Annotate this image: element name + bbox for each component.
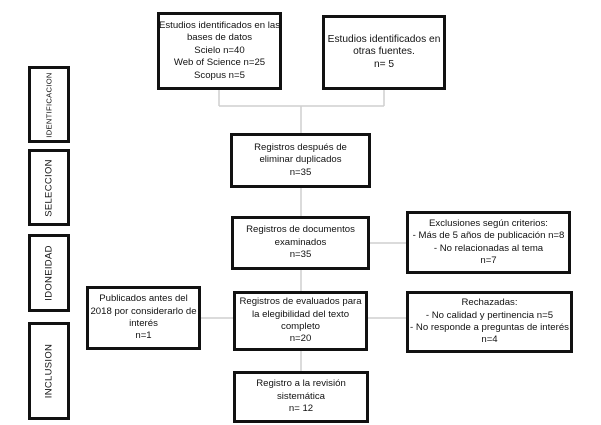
box-line: bases de datos: [186, 32, 253, 44]
box-final: Registro a la revisión sistemática n= 12: [233, 371, 369, 423]
box-line: Scielo n=40: [194, 44, 245, 56]
box-line: n= 12: [288, 403, 314, 415]
box-line: Estudios identificados en: [327, 33, 441, 45]
box-line: n=1: [135, 330, 152, 342]
box-line: Registro a la revisión: [256, 378, 346, 390]
box-line: sistemática: [277, 390, 325, 402]
phase-label: IDENTIFICACION: [44, 71, 54, 138]
box-line: Rechazadas:: [461, 297, 518, 309]
box-line: eliminar duplicados: [259, 154, 342, 166]
box-after-duplicates: Registros después de eliminar duplicados…: [230, 133, 371, 188]
phase-idoneidad: IDONEIDAD: [28, 234, 70, 312]
box-line: n=35: [289, 249, 312, 261]
box-examined: Registros de documentos examinados n=35: [231, 216, 370, 270]
box-line: Registros después de: [254, 141, 347, 153]
box-line: - Más de 5 años de publicación n=8: [412, 230, 565, 242]
box-line: n=35: [289, 166, 312, 178]
box-line: Publicados antes del: [99, 293, 188, 305]
box-line: - No calidad y pertinencia n=5: [425, 309, 554, 321]
box-line: 2018 por considerarlo de: [90, 305, 197, 317]
box-line: - No responde a preguntas de interés: [410, 322, 569, 333]
phase-inclusion: INCLUSION: [28, 322, 70, 420]
phase-label: INCLUSION: [43, 343, 55, 399]
box-line: Estudios identificados en las: [158, 19, 281, 31]
box-exclusions: Exclusiones según criterios: - Más de 5 …: [406, 211, 571, 274]
box-databases: Estudios identificados en las bases de d…: [157, 12, 282, 90]
box-prior-2018: Publicados antes del 2018 por considerar…: [86, 286, 201, 350]
box-line: n= 5: [373, 58, 395, 70]
box-line: examinados: [274, 236, 327, 248]
phase-label: SELECCION: [43, 158, 55, 217]
box-line: n=20: [289, 333, 312, 345]
phase-seleccion: SELECCION: [28, 149, 70, 226]
phase-label: IDONEIDAD: [43, 245, 55, 301]
box-line: interés: [129, 318, 158, 329]
box-line: - No relacionadas al tema: [433, 242, 544, 254]
box-line: completo: [281, 321, 320, 332]
box-line: n=4: [481, 334, 498, 346]
box-line: Web of Science n=25: [173, 57, 266, 69]
box-line: Scopus n=5: [194, 69, 245, 81]
box-line: otras fuentes.: [353, 46, 415, 58]
box-rejected: Rechazadas: - No calidad y pertinencia n…: [406, 291, 573, 353]
box-line: n=7: [480, 254, 497, 266]
box-line: Registros de documentos: [246, 224, 355, 236]
box-evaluated: Registros de evaluados para la elegibili…: [233, 291, 368, 351]
phase-identificacion: IDENTIFICACION: [28, 66, 70, 143]
box-line: la elegibilidad del texto: [251, 308, 350, 320]
box-line: Registros de evaluados para: [239, 296, 362, 308]
box-other-sources: Estudios identificados en otras fuentes.…: [322, 15, 446, 90]
box-line: Exclusiones según criterios:: [429, 217, 548, 229]
